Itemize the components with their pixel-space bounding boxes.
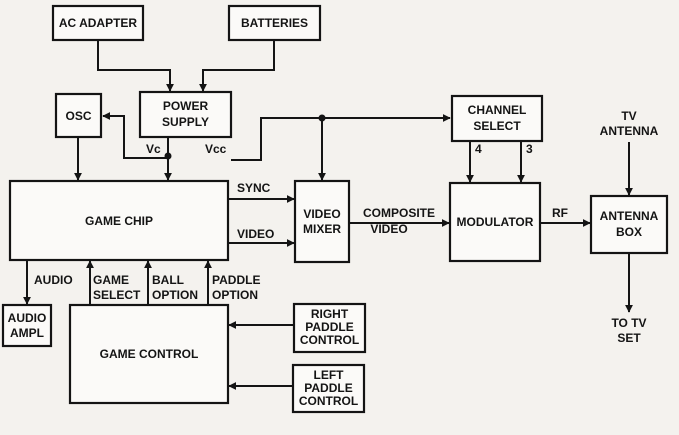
connections	[23, 40, 633, 390]
left-paddle-control-block: LEFT PADDLE CONTROL	[291, 363, 366, 414]
wire-batteries-to-power	[199, 40, 275, 92]
channel-3-label: 3	[526, 142, 533, 156]
video-label: VIDEO	[237, 227, 274, 241]
game-select-label-2: SELECT	[93, 288, 141, 302]
channel-select-label-2: SELECT	[473, 119, 521, 133]
audio-ampl-label-2: AMPL	[10, 326, 44, 340]
left-paddle-label-2: PADDLE	[304, 381, 352, 395]
right-paddle-label-1: RIGHT	[311, 307, 349, 321]
antenna-box-block: ANTENNA BOX	[589, 194, 669, 255]
antenna-box-label-1: ANTENNA	[600, 209, 659, 223]
antenna-box-label-2: BOX	[616, 225, 642, 239]
junction-vcc	[318, 114, 326, 122]
audio-label: AUDIO	[34, 273, 73, 287]
power-supply-label-1: POWER	[163, 99, 209, 113]
batteries-label: BATTERIES	[241, 16, 308, 30]
vc-label: Vc	[146, 142, 161, 156]
wire-vcc-to-channel-select	[231, 114, 451, 161]
composite-video-label-1: COMPOSITE	[363, 206, 435, 220]
game-control-block: GAME CONTROL	[68, 303, 230, 405]
game-control-label: GAME CONTROL	[100, 347, 199, 361]
ac-adapter-label: AC ADAPTER	[59, 16, 138, 30]
osc-block: OSC	[54, 92, 103, 139]
left-paddle-label-1: LEFT	[314, 368, 345, 382]
ball-option-label-2: OPTION	[152, 288, 198, 302]
composite-video-label-2: VIDEO	[370, 222, 407, 236]
osc-label: OSC	[65, 109, 91, 123]
audio-ampl-block: AUDIO AMPL	[1, 303, 53, 348]
sync-label: SYNC	[237, 181, 271, 195]
modulator-block: MODULATOR	[448, 181, 542, 263]
batteries-block: BATTERIES	[227, 4, 322, 42]
ac-adapter-block: AC ADAPTER	[51, 4, 145, 42]
modulator-label: MODULATOR	[457, 215, 534, 229]
wire-ac-adapter-to-power	[97, 40, 174, 92]
ball-option-label-1: BALL	[152, 273, 184, 287]
video-mixer-label-2: MIXER	[303, 222, 341, 236]
power-supply-block: POWER SUPPLY	[138, 90, 233, 139]
to-tv-set-label-1: TO TV	[611, 316, 646, 330]
to-tv-set-label-2: SET	[617, 331, 641, 345]
vcc-label: Vcc	[205, 142, 227, 156]
tv-antenna-label-2: ANTENNA	[600, 124, 659, 138]
tv-antenna-label-1: TV	[621, 109, 636, 123]
game-chip-label: GAME CHIP	[85, 214, 153, 228]
right-paddle-label-3: CONTROL	[300, 333, 359, 347]
right-paddle-control-block: RIGHT PADDLE CONTROL	[292, 302, 367, 354]
rf-label: RF	[552, 206, 568, 220]
right-paddle-label-2: PADDLE	[305, 320, 353, 334]
channel-4-label: 4	[475, 142, 482, 156]
junction-vc	[164, 152, 172, 160]
power-supply-label-2: SUPPLY	[162, 115, 209, 129]
video-mixer-label-1: VIDEO	[303, 207, 340, 221]
game-chip-block: GAME CHIP	[8, 179, 230, 262]
channel-select-label-1: CHANNEL	[468, 103, 527, 117]
left-paddle-label-3: CONTROL	[299, 394, 358, 408]
channel-select-block: CHANNEL SELECT	[450, 94, 544, 143]
paddle-option-label-1: PADDLE	[212, 273, 260, 287]
audio-ampl-label-1: AUDIO	[8, 311, 47, 325]
paddle-option-label-2: OPTION	[212, 288, 258, 302]
game-select-label-1: GAME	[93, 273, 129, 287]
video-mixer-block: VIDEO MIXER	[293, 179, 351, 264]
